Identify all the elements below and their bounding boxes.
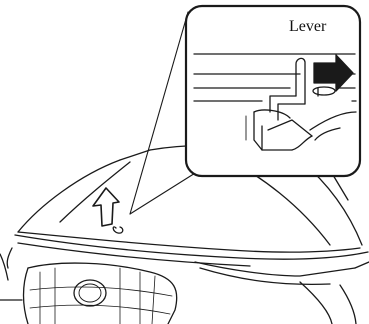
lever-label: Lever — [289, 18, 326, 36]
up-arrow-icon — [93, 188, 119, 226]
hood-latch-marker — [113, 227, 123, 233]
